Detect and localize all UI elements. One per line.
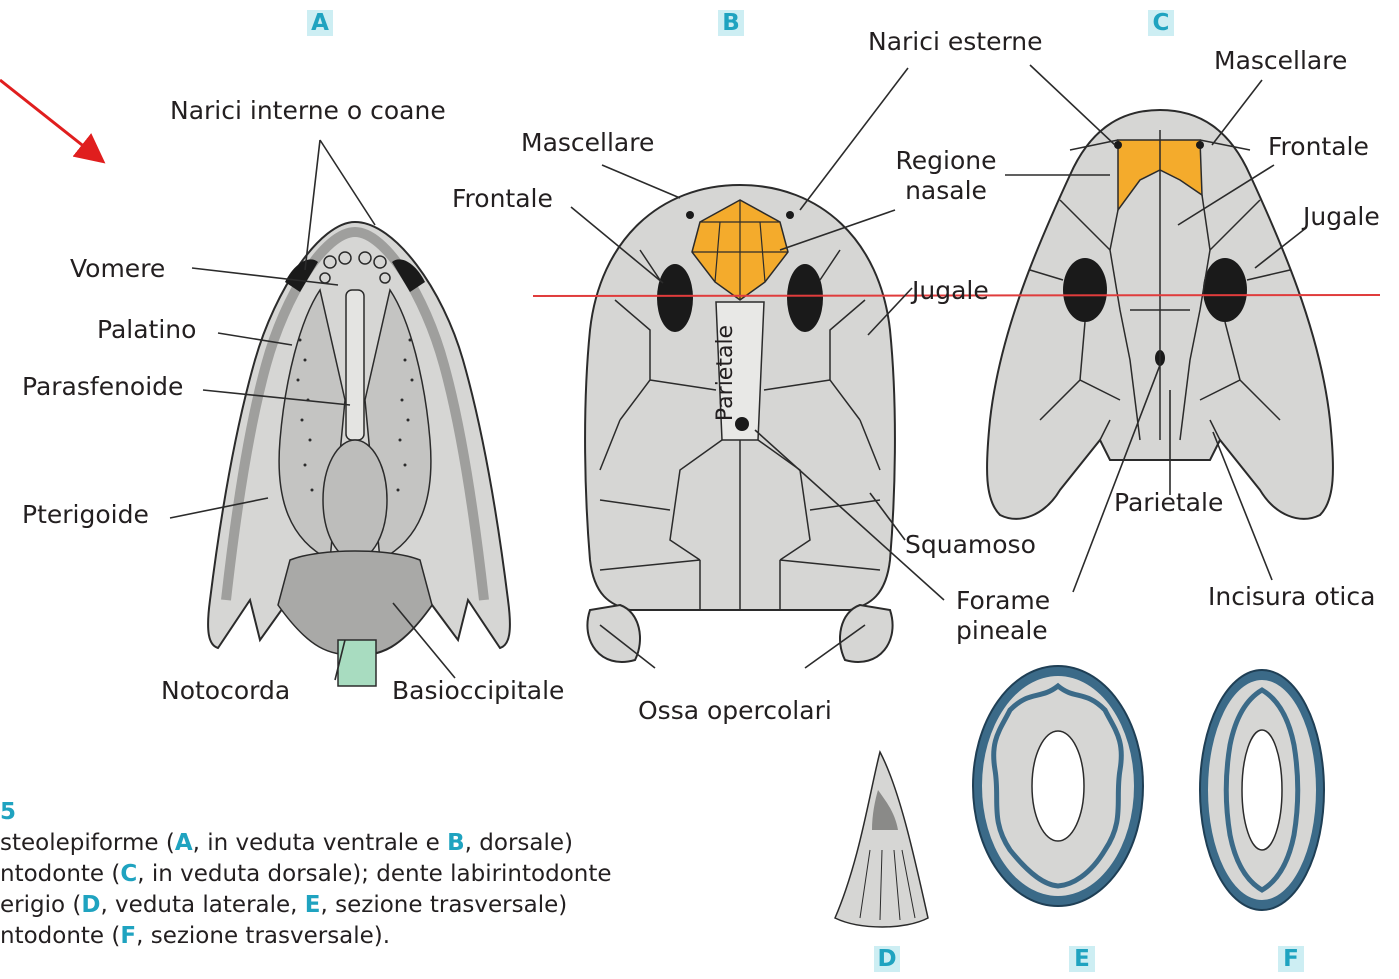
orbit-c-left: [1063, 258, 1107, 322]
label-jugale-c: Jugale: [1303, 202, 1380, 232]
orbit-b-left: [657, 264, 693, 332]
label-narici-interne: Narici interne o coane: [170, 96, 446, 126]
caption-line-2: ntodonte (C, in veduta dorsale); dente l…: [0, 859, 720, 890]
skull-c-dorsal: [987, 110, 1333, 519]
label-palatino: Palatino: [97, 315, 196, 345]
label-ossa-opercolari: Ossa opercolari: [638, 696, 832, 726]
caption-line-4: ntodonte (F, sezione trasversale).: [0, 921, 720, 952]
parasphenoid: [346, 290, 364, 440]
label-jugale-b: Jugale: [912, 276, 989, 306]
panel-label-f: F: [1278, 946, 1304, 972]
caption-line-3: erigio (D, veduta laterale, E, sezione t…: [0, 890, 720, 921]
label-frontale-c: Frontale: [1268, 132, 1369, 162]
label-regione-nasale: Regione nasale: [890, 146, 1002, 206]
caption-number: 5: [0, 799, 16, 825]
label-parietale-c: Parietale: [1114, 488, 1223, 518]
label-incisura-otica: Incisura otica: [1208, 582, 1375, 612]
orbit-c-right: [1203, 258, 1247, 322]
label-basioccipitale: Basioccipitale: [392, 676, 564, 706]
label-vomere: Vomere: [70, 254, 165, 284]
opercular-left: [587, 605, 640, 662]
label-parasfenoide: Parasfenoide: [22, 372, 183, 402]
panel-label-a: A: [307, 10, 333, 36]
panel-label-e: E: [1069, 946, 1095, 972]
opercular-right: [840, 605, 893, 662]
label-narici-esterne: Narici esterne: [868, 27, 1043, 57]
label-notocorda: Notocorda: [161, 676, 290, 706]
label-mascellare-b: Mascellare: [521, 128, 654, 158]
label-mascellare-c: Mascellare: [1214, 46, 1347, 76]
tooth-section-e: [973, 666, 1143, 906]
panel-label-b: B: [718, 10, 744, 36]
caption-line-1: steolepiforme (A, in veduta ventrale e B…: [0, 828, 720, 859]
panel-label-d: D: [874, 946, 900, 972]
skull-a-ventral: [208, 222, 510, 686]
label-frontale-b: Frontale: [452, 184, 553, 214]
pointer-arrow: [0, 80, 96, 156]
tooth-d-lateral: [835, 752, 928, 927]
label-parietale-b: Parietale: [711, 325, 741, 421]
figure-caption: 5 steolepiforme (A, in veduta ventrale e…: [0, 797, 720, 952]
tooth-section-f: [1200, 670, 1324, 910]
label-squamoso: Squamoso: [905, 530, 1036, 560]
label-forame-pineale: Forame pineale: [956, 586, 1050, 646]
orbit-b-right: [787, 264, 823, 332]
panel-label-c: C: [1148, 10, 1174, 36]
label-pterigoide: Pterigoide: [22, 500, 149, 530]
